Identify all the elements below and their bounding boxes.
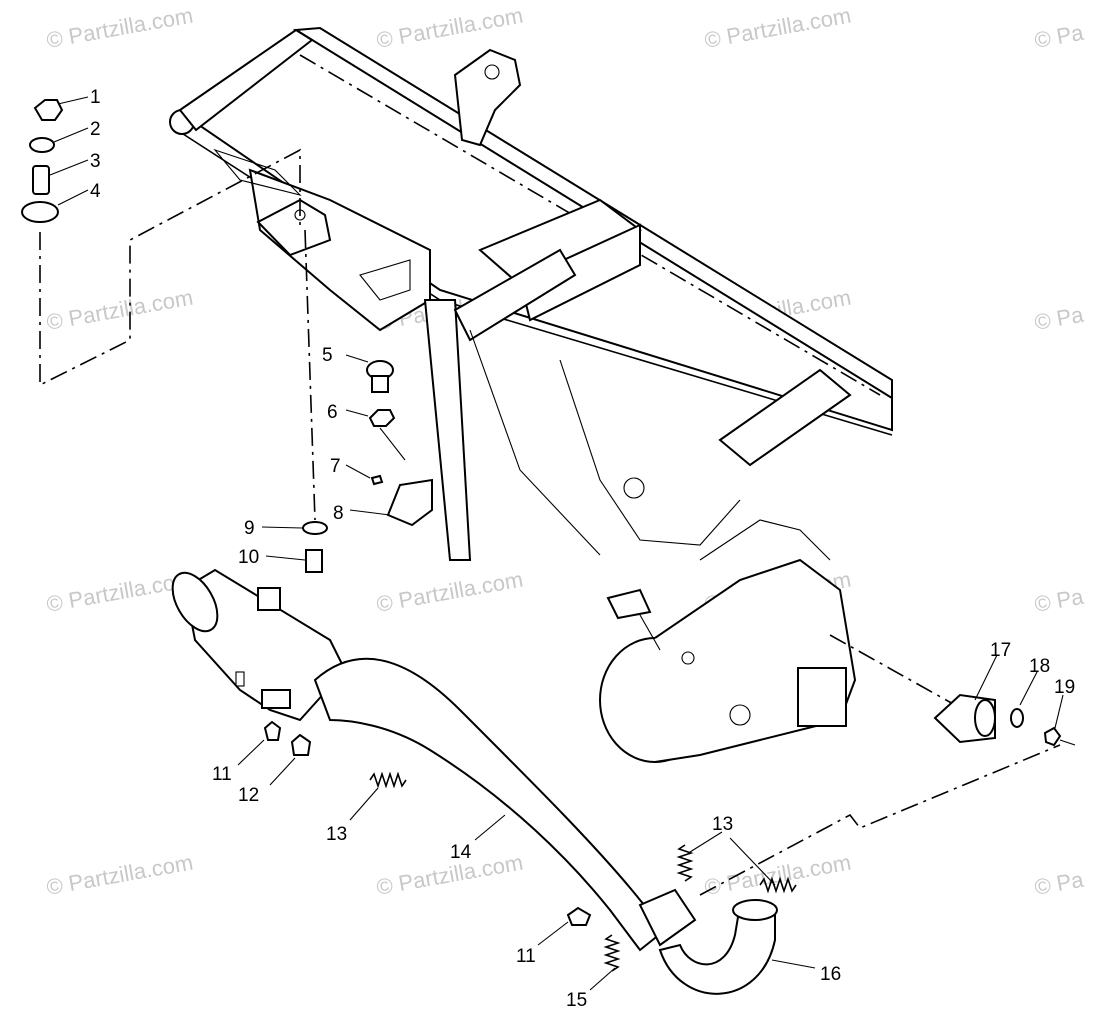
nut-12 [290,733,312,756]
frame-lower-plate [559,359,741,546]
spring-13-left [369,771,407,789]
watermark: © Partzilla.com [703,850,853,900]
frame-plate-slot [213,148,302,197]
exhaust-pipe-16-inlet [732,899,778,921]
head-pipe-14 [313,657,667,952]
callout-13: 13 [326,824,347,845]
callout-15: 15 [566,990,587,1011]
callout-9: 9 [244,518,255,539]
nut-1 [33,99,64,121]
starter-rope [639,614,661,651]
frame-upper-bracket [453,48,522,147]
callout-12: 12 [238,785,259,806]
engine-crankcase [654,558,857,763]
frame-down-tube [423,299,472,561]
hardware [21,99,1061,972]
callouts: 1 2 3 4 5 6 7 8 9 10 11 12 13 14 13 11 1… [90,87,1075,1011]
frame-rear-crossmember [718,368,852,467]
pipe-joint [638,888,697,947]
callout-10: 10 [238,547,259,568]
frame-plate-cutout [359,259,411,301]
nut-19 [1043,726,1062,747]
callout-16: 16 [820,964,841,985]
frame-crossmember-block [518,223,641,322]
centerline-spring-flange [699,744,1061,896]
callout-17: 17 [990,640,1011,661]
bolt-11-lower [566,906,592,926]
watermark: © Partzilla.com [45,3,195,53]
collar-3 [32,165,50,195]
head-pipe [313,657,778,995]
muffler [171,568,347,722]
bolt-10 [305,549,323,573]
cap-screw-5-shank [371,375,389,393]
watermark: © Partzilla.com [703,3,853,53]
watermark: © Pa [1033,20,1087,53]
watermark: © Pa [1033,584,1087,617]
exhaust-pipe-16 [658,903,776,995]
frame-down-brace [453,248,577,342]
engine-boss [729,704,751,726]
leader-lines [49,96,1064,991]
spring-15 [603,934,621,972]
engine [599,519,956,763]
bracket-hole [484,64,500,80]
washer-9 [302,521,328,535]
frame-front-crossmember [178,28,314,132]
watermarks: © Partzilla.com © Partzilla.com © Partzi… [45,3,1087,900]
callout-7: 7 [330,456,341,477]
frame-hole [623,477,645,499]
flange-port [974,699,996,737]
engine-cdi-box [797,667,847,727]
bracket-8 [386,478,433,527]
callout-11: 11 [516,946,536,967]
callout-8: 8 [333,503,344,524]
callout-1: 1 [90,87,101,108]
exhaust-flange-group [933,693,1076,747]
watermark: © Partzilla.com [45,285,195,335]
washer-2 [29,137,55,153]
centerline-9-10 [304,229,316,521]
grommet-4 [21,201,59,223]
stud-line [1059,739,1076,746]
callout-6: 6 [327,402,338,423]
engine-port-centerline [829,634,956,706]
recoil-starter-handle [606,588,652,620]
muffler-pin [235,671,245,687]
callout-3: 3 [90,151,101,172]
mount-centerline-1-4 [39,148,301,387]
callout-4: 4 [90,181,101,202]
callout-19: 19 [1054,677,1075,698]
muffler-lower-bracket [261,689,291,709]
screw-7 [370,474,384,486]
watermark: © Partzilla.com [45,850,195,900]
frame [169,26,893,561]
muffler-body [183,568,347,722]
callout-5: 5 [322,345,333,366]
watermark: © Partzilla.com [375,3,525,53]
centerline-6-8 [379,427,406,461]
engine-bolt [681,651,695,665]
watermark: © Pa [1033,867,1087,900]
muffler-mount-block [257,587,281,611]
callout-11: 11 [212,764,232,785]
watermark: © Partzilla.com [375,567,525,617]
callout-18: 18 [1029,656,1050,677]
callout-14: 14 [450,842,472,863]
frame-mount-tab [256,198,332,257]
spring-13-upper [676,844,694,882]
nut-6 [368,409,396,427]
callout-2: 2 [90,119,101,140]
muffler-end-cap [171,571,219,633]
watermark: © Pa [1033,302,1087,335]
frame-lower-edge [469,329,601,556]
engine-cylinder-fins [699,519,831,561]
washer-18 [1010,708,1024,728]
callout-13: 13 [712,814,733,835]
bolt-11-left [263,720,282,741]
spring-13-right [759,876,797,894]
